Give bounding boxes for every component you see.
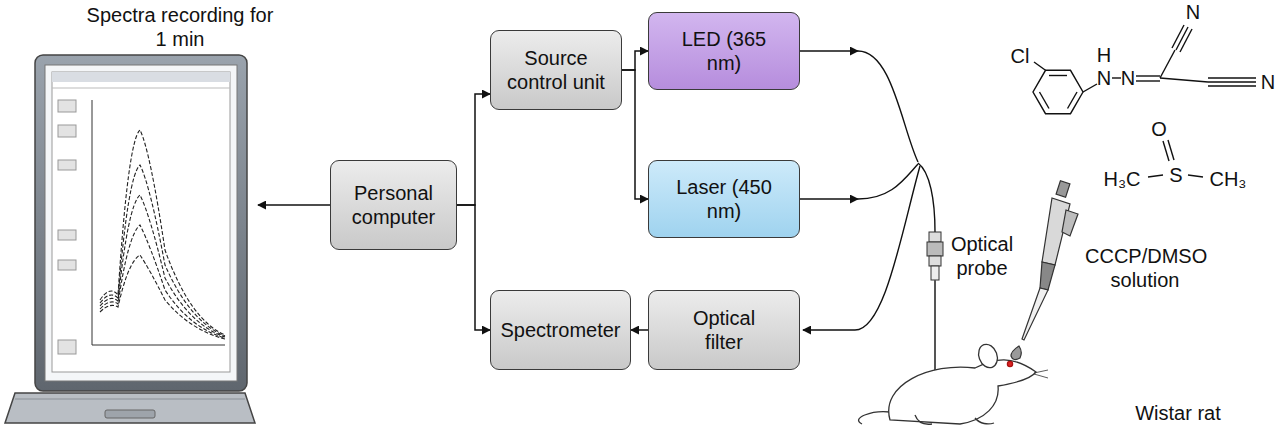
led-source: LED (365 nm) bbox=[648, 12, 800, 90]
solution-label: CCCP/DMSO solution bbox=[1085, 244, 1205, 292]
probe-label: Optical probe bbox=[943, 232, 1021, 280]
signal-arrow bbox=[457, 205, 490, 330]
box-text: LED (365 nm) bbox=[674, 27, 774, 75]
signal-arrow bbox=[622, 70, 648, 199]
atom-label: Cl bbox=[1011, 44, 1030, 68]
box-text: Personal computer bbox=[339, 181, 448, 229]
animal-label: Wistar rat bbox=[1135, 401, 1221, 425]
computer-box: Personal computer bbox=[330, 160, 457, 250]
atom-label: O bbox=[1151, 117, 1167, 141]
atom-label: N bbox=[1261, 70, 1275, 94]
display-arrow bbox=[258, 204, 330, 206]
box-text: Spectrometer bbox=[500, 318, 620, 342]
atom-label: H₃C bbox=[1103, 167, 1140, 191]
chemical-bonds bbox=[1033, 25, 1256, 177]
spectrometer-box: Spectrometer bbox=[490, 290, 631, 370]
laser-source: Laser (450 nm) bbox=[648, 160, 800, 238]
box-text: Source control unit bbox=[499, 46, 613, 94]
atom-label: S bbox=[1169, 163, 1182, 187]
pipette bbox=[1011, 181, 1078, 360]
signal-arrow bbox=[631, 329, 648, 331]
wistar-rat bbox=[859, 342, 1048, 425]
atom-label: H bbox=[1097, 43, 1111, 67]
atom-label: N bbox=[1186, 0, 1200, 24]
caption: Spectra recording for 1 min bbox=[80, 3, 280, 51]
box-text: Optical filter bbox=[674, 306, 774, 354]
signal-arrow bbox=[457, 94, 490, 205]
atom-label: N bbox=[1121, 66, 1135, 90]
control-box: Source control unit bbox=[490, 30, 622, 110]
filter-box: Optical filter bbox=[648, 290, 800, 370]
optical-fibre bbox=[800, 51, 935, 330]
optical-probe bbox=[927, 232, 943, 382]
box-text: Laser (450 nm) bbox=[664, 175, 784, 223]
signal-arrow bbox=[622, 51, 648, 70]
atom-label: N bbox=[1097, 66, 1111, 90]
laptop bbox=[5, 55, 255, 423]
atom-label: CH₃ bbox=[1209, 167, 1246, 191]
